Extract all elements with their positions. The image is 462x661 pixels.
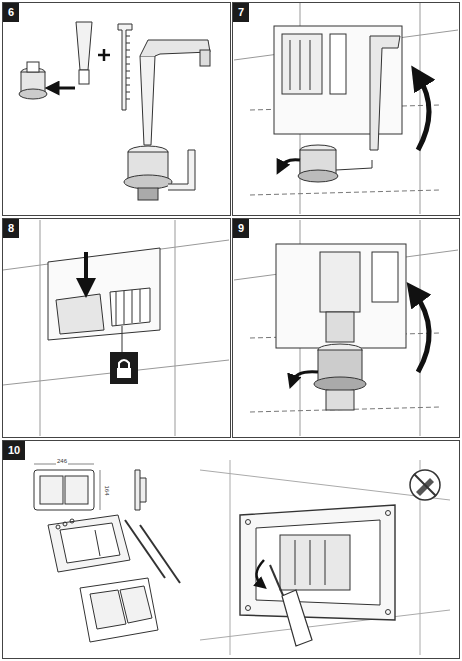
valve-parts [19,22,210,200]
step-panel: 10 [2,440,460,659]
cistern-wall [234,3,458,214]
rack-tooth [126,36,130,37]
dimension-label: 246 [56,458,68,465]
step-number: 6 [3,3,19,22]
rack-tooth [126,78,130,79]
rack-tooth [126,57,130,58]
step-number: 7 [233,3,249,22]
rack-tooth [126,64,130,65]
rack-tooth [126,92,130,93]
rack-tooth [126,50,130,51]
rack-tooth [126,71,130,72]
step-panel: 7 [232,2,460,216]
step-number: 8 [3,219,19,238]
rack-tooth [126,99,130,100]
step-number: 9 [233,219,249,238]
step-panel: 6 [2,2,231,216]
cistern-wall [234,220,458,436]
lock-step [3,220,229,436]
flush-plate [34,460,450,655]
step-panel: 8 [2,218,231,438]
rack-tooth [126,43,130,44]
step-panel: 9 [232,218,460,438]
step-number: 10 [3,441,25,460]
dimension-label: 164 [103,484,110,496]
rack-tooth [126,85,130,86]
